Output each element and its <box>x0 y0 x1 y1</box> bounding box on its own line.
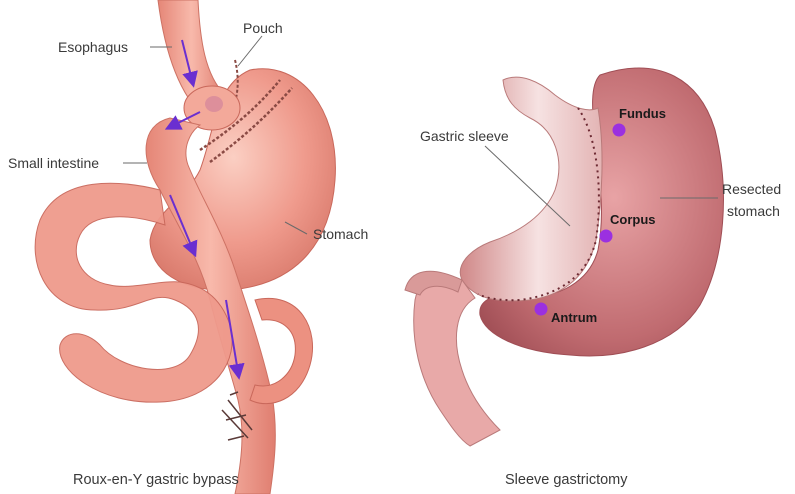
label-pouch: Pouch <box>243 20 283 36</box>
label-small-intestine: Small intestine <box>8 155 99 171</box>
label-gastric-sleeve: Gastric sleeve <box>420 128 509 144</box>
caption-sleeve: Sleeve gastrictomy <box>505 472 628 488</box>
label-corpus: Corpus <box>610 212 656 227</box>
antrum-marker <box>535 303 548 316</box>
leader-pouch <box>238 36 262 66</box>
label-resected-line-1: Resected <box>722 181 781 197</box>
label-resected-line-2: stomach <box>727 203 780 219</box>
sleeve-illustration: Gastric sleeve Resected stomach Fundus C… <box>405 68 781 488</box>
fundus-marker <box>613 124 626 137</box>
roux-en-y-illustration: Esophagus Pouch Small intestine Stomach … <box>8 0 368 494</box>
caption-roux-en-y: Roux-en-Y gastric bypass <box>73 472 239 488</box>
resected-stomach <box>480 68 724 356</box>
corpus-marker <box>600 230 613 243</box>
label-antrum: Antrum <box>551 310 597 325</box>
label-esophagus: Esophagus <box>58 39 128 55</box>
label-fundus: Fundus <box>619 106 666 121</box>
label-stomach: Stomach <box>313 226 368 242</box>
